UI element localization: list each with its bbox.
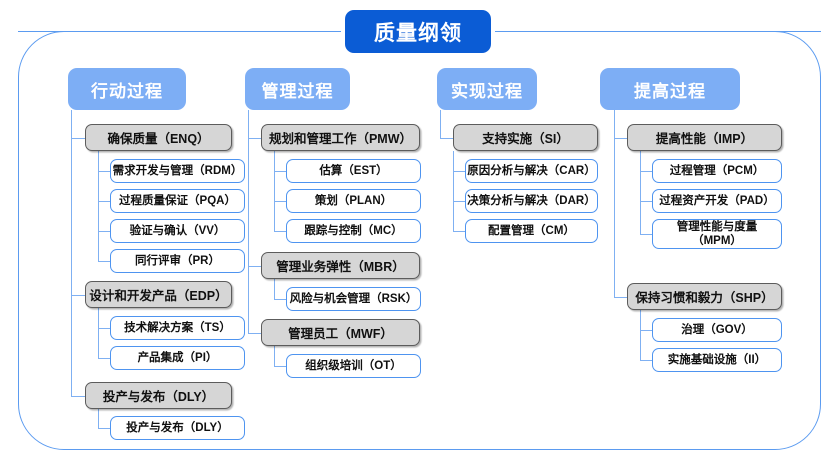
group-stub-improve-1 [614,296,627,298]
group-stub-action-1 [71,294,85,296]
column-header-action: 行动过程 [68,68,186,110]
column-header-improve: 提高过程 [600,68,740,110]
child-stub-action-0-2 [98,231,110,233]
child-trunk-action-0 [98,151,100,261]
group-node-action-1[interactable]: 设计和开发产品（EDP） [85,281,232,308]
child-stub-management-2-0 [274,366,286,368]
diagram-title: 质量纲领 [345,10,491,53]
group-stub-action-2 [71,395,85,397]
column-header-realize: 实现过程 [437,68,537,110]
child-trunk-action-1 [98,308,100,358]
trunk-line-management [248,110,250,333]
child-stub-management-0-1 [274,201,286,203]
child-node-management-2-0[interactable]: 组织级培训（OT） [286,354,421,378]
child-stub-improve-0-2 [640,234,652,236]
child-stub-action-0-1 [98,201,110,203]
group-node-action-0[interactable]: 确保质量（ENQ） [85,124,232,151]
child-node-improve-0-1[interactable]: 过程资产开发（PAD） [652,189,782,213]
child-node-improve-0-2[interactable]: 管理性能与度量（MPM） [652,219,782,249]
child-stub-action-1-1 [98,358,110,360]
child-trunk-action-2 [98,409,100,428]
child-node-action-0-3[interactable]: 同行评审（PR） [110,249,245,273]
child-node-management-0-1[interactable]: 策划（PLAN） [286,189,421,213]
group-node-improve-0[interactable]: 提高性能（IMP） [627,124,782,151]
group-node-realize-0[interactable]: 支持实施（SI） [453,124,598,151]
group-node-management-0[interactable]: 规划和管理工作（PMW） [261,124,420,151]
child-stub-improve-1-0 [640,330,652,332]
child-trunk-realize-0 [453,151,455,231]
child-node-action-1-1[interactable]: 产品集成（PI） [110,346,245,370]
group-node-improve-1[interactable]: 保持习惯和毅力（SHP） [627,283,782,310]
child-node-improve-1-0[interactable]: 治理（GOV） [652,318,782,342]
child-stub-realize-0-1 [453,201,465,203]
group-node-action-2[interactable]: 投产与发布（DLY） [85,382,232,409]
child-stub-management-0-2 [274,231,286,233]
child-stub-action-0-3 [98,261,110,263]
child-node-improve-1-1[interactable]: 实施基础设施（II） [652,348,782,372]
trunk-line-improve [614,110,616,297]
group-stub-management-2 [248,332,261,334]
child-node-action-2-0[interactable]: 投产与发布（DLY） [110,416,245,440]
group-node-management-1[interactable]: 管理业务弹性（MBR） [261,252,420,279]
child-stub-management-1-0 [274,299,286,301]
group-stub-realize-0 [440,137,453,139]
child-stub-realize-0-0 [453,171,465,173]
child-stub-action-1-0 [98,328,110,330]
child-node-action-1-0[interactable]: 技术解决方案（TS） [110,316,245,340]
child-node-management-0-0[interactable]: 估算（EST） [286,159,421,183]
child-trunk-improve-1 [640,310,642,360]
group-stub-management-0 [248,137,261,139]
group-stub-management-1 [248,265,261,267]
trunk-line-realize [440,110,442,138]
child-node-realize-0-0[interactable]: 原因分析与解决（CAR） [465,159,598,183]
child-node-action-0-2[interactable]: 验证与确认（VV） [110,219,245,243]
child-node-improve-0-0[interactable]: 过程管理（PCM） [652,159,782,183]
child-stub-action-2-0 [98,428,110,430]
child-stub-realize-0-2 [453,231,465,233]
child-stub-action-0-0 [98,171,110,173]
child-stub-improve-1-1 [640,360,652,362]
trunk-line-action [71,110,73,396]
child-node-management-0-2[interactable]: 跟踪与控制（MC） [286,219,421,243]
child-trunk-management-1 [274,279,276,299]
group-node-management-2[interactable]: 管理员工（MWF） [261,319,420,346]
child-trunk-management-2 [274,346,276,366]
child-trunk-management-0 [274,151,276,231]
group-stub-improve-0 [614,137,627,139]
child-stub-improve-0-1 [640,201,652,203]
child-node-action-0-1[interactable]: 过程质量保证（PQA） [110,189,245,213]
child-node-action-0-0[interactable]: 需求开发与管理（RDM） [110,159,245,183]
frame-top-segment-0 [18,31,341,33]
frame-top-segment-1 [495,31,821,33]
child-trunk-improve-0 [640,151,642,234]
group-stub-action-0 [71,137,85,139]
child-stub-improve-0-0 [640,171,652,173]
child-stub-management-0-0 [274,171,286,173]
child-node-realize-0-2[interactable]: 配置管理（CM） [465,219,598,243]
column-header-management: 管理过程 [245,68,350,110]
child-node-realize-0-1[interactable]: 决策分析与解决（DAR） [465,189,598,213]
child-node-management-1-0[interactable]: 风险与机会管理（RSK） [286,287,421,311]
